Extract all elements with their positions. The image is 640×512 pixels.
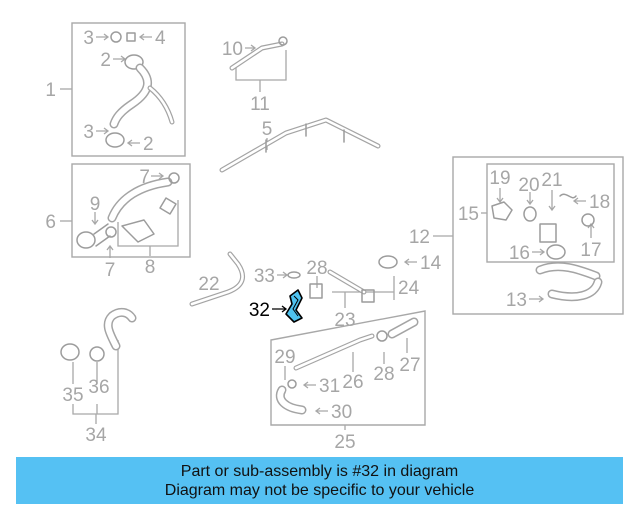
callout-23: 23: [334, 310, 355, 331]
callout-33: 33: [254, 266, 275, 287]
callout-3: 3: [83, 122, 94, 143]
callout-27: 27: [399, 355, 420, 376]
callout-22: 22: [198, 274, 219, 295]
leader-lines: [60, 33, 595, 430]
callout-4: 4: [155, 28, 166, 49]
callout-24: 24: [398, 278, 420, 299]
callout-31: 31: [319, 376, 340, 397]
callout-16: 16: [509, 243, 530, 264]
info-banner: Part or sub-assembly is #32 in diagram D…: [16, 457, 623, 504]
callout-6: 6: [45, 212, 56, 233]
callout-32[interactable]: 32: [249, 300, 270, 321]
callout-29: 29: [274, 347, 295, 368]
callout-25: 25: [334, 432, 355, 453]
callout-labels: 1 2 2 3 3 4 5 6 7 7 8 9 10 11 12 13 14 1…: [45, 28, 610, 453]
callout-19: 19: [489, 168, 510, 189]
callout-28: 28: [373, 364, 394, 385]
callout-36: 36: [88, 377, 109, 398]
callout-14: 14: [420, 253, 442, 274]
callout-2: 2: [100, 50, 111, 71]
group-box-25: [270, 310, 426, 426]
highlighted-part-32[interactable]: [285, 289, 303, 323]
callout-30: 30: [331, 402, 352, 423]
callout-18: 18: [589, 192, 610, 213]
callout-20: 20: [518, 175, 539, 196]
callout-5: 5: [262, 119, 273, 140]
callout-1: 1: [45, 80, 56, 101]
callout-35: 35: [62, 385, 83, 406]
group-box-6: [71, 163, 191, 258]
callout-7: 7: [105, 260, 116, 281]
callout-28: 28: [306, 258, 327, 279]
callout-2: 2: [143, 134, 154, 155]
callout-8: 8: [145, 257, 156, 278]
callout-17: 17: [580, 240, 601, 261]
callout-3: 3: [83, 28, 94, 49]
callout-12: 12: [409, 227, 430, 248]
callout-26: 26: [342, 372, 363, 393]
banner-line-part: Part or sub-assembly is #32 in diagram: [180, 462, 459, 480]
callout-11: 11: [250, 94, 270, 115]
callout-10: 10: [222, 39, 243, 60]
parts-diagram: 1 2 2 3 3 4 5 6 7 7 8 9 10 11 12 13 14 1…: [45, 22, 624, 453]
callout-21: 21: [541, 170, 562, 191]
part-drawings: [60, 31, 603, 415]
callout-15: 15: [458, 204, 479, 225]
callout-13: 13: [506, 290, 527, 311]
callout-9: 9: [90, 194, 101, 215]
banner-line-disclaimer: Diagram may not be specific to your vehi…: [164, 481, 475, 499]
callout-7: 7: [139, 167, 150, 188]
callout-34: 34: [85, 425, 107, 446]
